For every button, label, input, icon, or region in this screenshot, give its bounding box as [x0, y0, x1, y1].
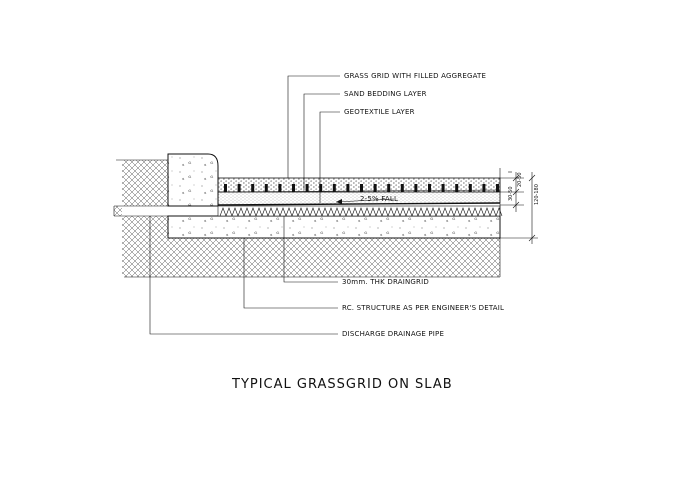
grass-grid-cell [400, 184, 404, 192]
grass-grid-cell [319, 184, 323, 192]
grass-grid-cell [264, 184, 268, 192]
grass-grid-layer [217, 177, 501, 193]
label-sand-bedding: SAND BEDDING LAYER [344, 90, 427, 98]
grass-grid-cell [292, 184, 295, 192]
grass-grid-cell [414, 184, 418, 192]
fall-label: 2-5% FALL [360, 195, 398, 203]
drawing-title: TYPICAL GRASSGRID ON SLAB [231, 377, 453, 392]
grass-grid-cell [496, 184, 499, 192]
grass-grid-cell [441, 184, 445, 192]
drainage-pipe [113, 205, 218, 217]
dim-grid-depth: 20-50 [517, 172, 523, 187]
label-grass-grid: GRASS GRID WITH FILLED AGGREGATE [344, 72, 486, 80]
dim-bedding-depth: 30-50 [508, 186, 514, 201]
grass-grid-cell [237, 184, 241, 192]
grass-grid-cell [332, 184, 336, 192]
rc-slab [167, 215, 501, 239]
grass-grid-cell [251, 184, 255, 192]
grass-grid-cell [305, 184, 309, 192]
label-geotextile: GEOTEXTILE LAYER [344, 108, 415, 116]
dimension-lines [500, 171, 538, 244]
concrete-kerb [167, 153, 219, 207]
grass-grid-cell [373, 184, 377, 192]
label-drainage-pipe: DISCHARGE DRAINAGE PIPE [342, 330, 444, 338]
fall-arrow [335, 198, 395, 204]
soil-hatch [114, 159, 500, 278]
label-rc-structure: RC. STRUCTURE AS PER ENGINEER'S DETAIL [342, 304, 504, 312]
grass-grid-cell [387, 184, 391, 192]
grass-grid-cell [360, 184, 363, 192]
grass-grid-cell [482, 184, 486, 192]
grass-grid-cell [428, 184, 431, 192]
grass-grid-cell [278, 184, 282, 192]
label-draingrid: 30mm. THK DRAINGRID [342, 278, 429, 286]
draingrid-layer [217, 205, 503, 217]
grass-grid-cell [468, 184, 472, 192]
grass-grid-cell [455, 184, 459, 192]
leader-lines [149, 75, 340, 335]
grass-grid-cell [224, 184, 227, 192]
grass-grid-cell [346, 184, 350, 192]
dim-total-depth: 120-180 [534, 184, 540, 205]
